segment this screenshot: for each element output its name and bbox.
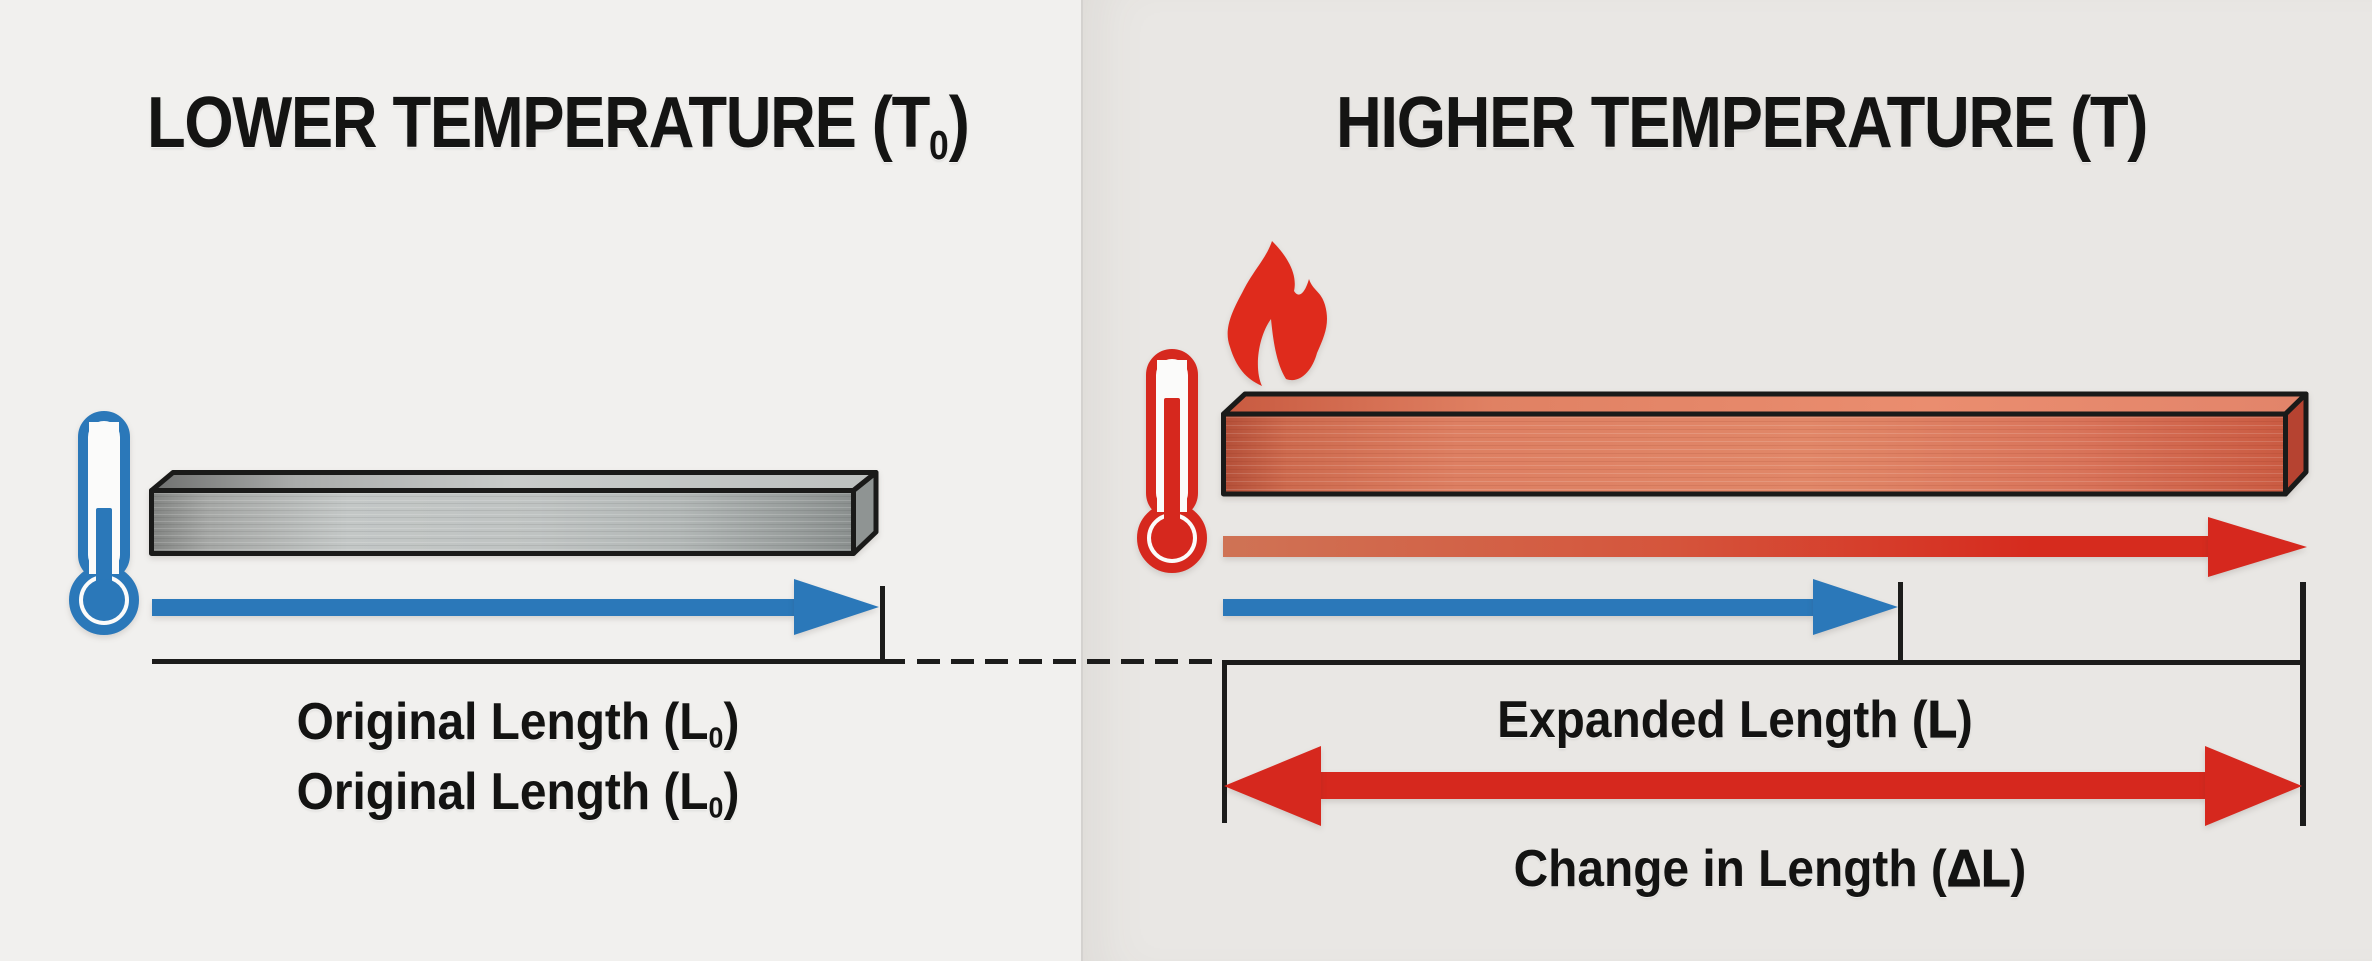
steel-bar-top-face [149,470,879,493]
left-baseline [152,659,905,664]
copper-bar-end-face [2283,391,2309,497]
original-length-label-1: Original Length (L0) [196,693,840,756]
expansion-arrow [1223,536,2209,557]
original-length-arrowhead-icon [794,579,879,635]
label-subscript: 0 [708,792,724,825]
flame-shape [1227,241,1328,386]
left-panel-title: LOWER TEMPERATURE (T0) [147,83,970,167]
label-text: Original Length (L [296,693,709,751]
reference-dashed-line [917,659,1220,664]
heated-copper-bar [1221,391,2309,497]
right-title-text: HIGHER TEMPERATURE (T [1336,83,2129,163]
label-text: Expanded Length ( [1497,691,1928,749]
original-length-label-2: Original Length (L0) [196,763,840,826]
cold-steel-bar [149,470,879,556]
right-panel-title: HIGHER TEMPERATURE (T) [1336,83,2148,167]
label-close: ) [723,763,740,821]
left-title-close: ) [948,83,970,163]
label-text: Change in Length ( [1513,840,1947,898]
label-text: Original Length (L [296,763,709,821]
change-in-length-arrow [1320,772,2206,799]
panel-divider [1081,0,1083,961]
expanded-length-label: Expanded Length (L) [1413,690,2057,751]
thermometer-hot-icon [1137,349,1207,573]
left-title-text: LOWER TEMPERATURE (T [147,83,930,163]
original-length-comparison-arrow [1223,599,1813,616]
label-symbol: ΔL [1946,839,2011,898]
right-title-close: ) [2127,83,2148,163]
expanded-length-start-tick [1222,665,1227,823]
expanded-length-end-line [2300,582,2306,826]
right-baseline [1222,660,2305,665]
flame-icon [1227,241,1328,386]
thermometer-cold-icon [69,411,139,635]
original-length-end-tick [880,586,885,663]
change-in-length-right-arrowhead-icon [2205,746,2302,826]
label-close: ) [2010,840,2027,898]
label-close: ) [1956,691,1973,749]
change-in-length-left-arrowhead-icon [1224,746,1321,826]
label-symbol: L [1927,690,1957,749]
copper-bar-top-face [1221,391,2309,417]
thermometer-mercury-high [1164,398,1180,546]
steel-bar-end-face [851,470,879,556]
label-close: ) [723,693,740,751]
original-length-arrow [152,599,794,616]
original-length-comparison-arrowhead-icon [1813,579,1898,635]
change-in-length-label: Change in Length (ΔL) [1448,839,2092,900]
label-subscript: 0 [708,722,724,755]
expansion-arrowhead-icon [2208,517,2307,577]
left-title-subscript: 0 [928,122,949,169]
original-length-reference-tick [1898,582,1903,663]
